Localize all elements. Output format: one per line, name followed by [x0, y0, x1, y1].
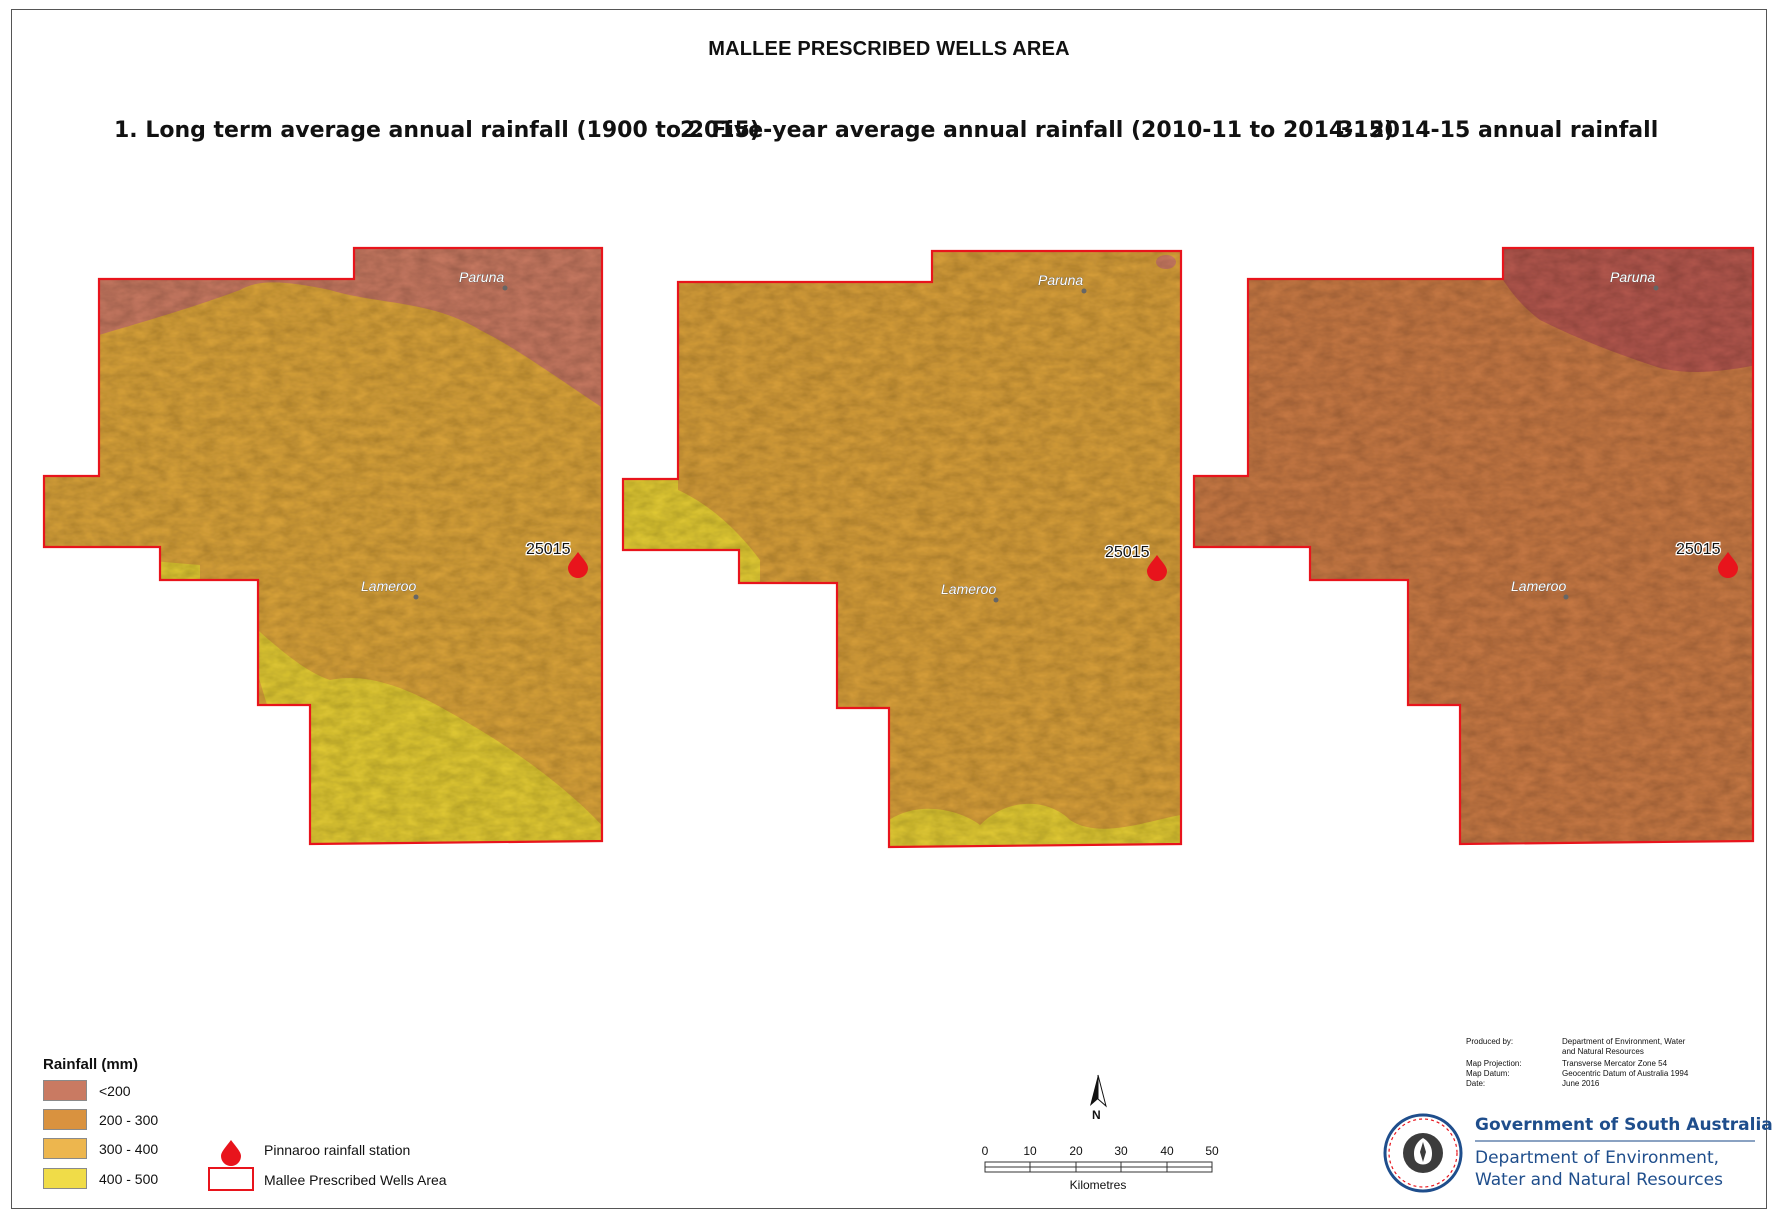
panel-1-title: 1. Long term average annual rainfall (19…	[114, 118, 760, 143]
paruna-label: Paruna	[459, 269, 504, 285]
zone-400-500-west	[623, 479, 760, 583]
legend-swatch-200-300	[43, 1109, 87, 1130]
paruna-point	[1653, 285, 1659, 291]
scale-tick-10: 10	[1023, 1144, 1037, 1158]
legend-swatch-lt200	[43, 1080, 87, 1101]
zone-400-500-south	[889, 803, 1181, 847]
zone-400-500	[240, 615, 602, 844]
north-arrow-icon	[1090, 1075, 1098, 1106]
meta-date-value: June 2016	[1562, 1079, 1600, 1088]
wells-area-boundary-1	[42, 246, 604, 846]
paruna-label: Paruna	[1610, 269, 1655, 285]
meta-projection-key: Map Projection:	[1466, 1059, 1522, 1068]
legend-label-200-300: 200 - 300	[99, 1112, 159, 1128]
meta-datum-key: Map Datum:	[1466, 1069, 1510, 1078]
scale-tick-0: 0	[981, 1144, 989, 1158]
legend-swatch-300-400	[43, 1138, 87, 1159]
scale-bar	[984, 1161, 1213, 1173]
lameroo-label: Lameroo	[361, 578, 416, 594]
lameroo-point	[413, 594, 419, 600]
legend-raindrop-icon	[221, 1140, 241, 1166]
legend-label-400-500: 400 - 500	[99, 1171, 159, 1187]
north-label: N	[1092, 1108, 1101, 1122]
scale-unit-label: Kilometres	[1069, 1178, 1127, 1192]
station-id-label: 25015	[1676, 541, 1721, 558]
department-name: Department of Environment, Water and Nat…	[1475, 1147, 1723, 1191]
raindrop-icon	[568, 552, 588, 578]
station-id-label: 25015	[1105, 544, 1150, 561]
department-divider	[1475, 1140, 1755, 1142]
meta-produced-key: Produced by:	[1466, 1037, 1514, 1046]
scale-tick-20: 20	[1069, 1144, 1083, 1158]
scale-tick-50: 50	[1205, 1144, 1219, 1158]
scale-tick-30: 30	[1114, 1144, 1128, 1158]
lameroo-point	[1563, 594, 1569, 600]
panel-3-title: 3. 2014-15 annual rainfall	[1338, 118, 1659, 143]
legend-swatch-400-500	[43, 1168, 87, 1189]
legend-title: Rainfall (mm)	[43, 1056, 139, 1073]
raindrop-icon	[1718, 552, 1738, 578]
sa-government-seal-icon	[1383, 1113, 1463, 1193]
zone-lt-200	[1503, 248, 1753, 372]
lameroo-label: Lameroo	[941, 581, 996, 597]
meta-date-key: Date:	[1466, 1079, 1486, 1088]
wells-area-boundary-2	[621, 249, 1183, 849]
legend-label-300-400: 300 - 400	[99, 1141, 159, 1157]
legend-station-label: Pinnaroo rainfall station	[264, 1142, 411, 1158]
paruna-label: Paruna	[1038, 272, 1083, 288]
meta-produced-value: Department of Environment, Water and Nat…	[1562, 1037, 1686, 1056]
zone-200-300-patch	[1156, 255, 1176, 269]
legend-label-lt200: <200	[99, 1083, 131, 1099]
zone-200-300	[99, 248, 602, 410]
department-line-1: Department of Environment,	[1475, 1148, 1720, 1168]
station-id-label: 25015	[526, 541, 571, 558]
meta-projection-value: Transverse Mercator Zone 54	[1562, 1059, 1668, 1068]
map-panel-2: Paruna Lameroo 25015	[621, 249, 1183, 849]
legend-boundary-label: Mallee Prescribed Wells Area	[264, 1172, 447, 1188]
legend-boundary-box	[208, 1167, 254, 1191]
paruna-point	[1081, 288, 1087, 294]
wells-area-boundary-3	[1192, 246, 1755, 846]
map-panel-3: Paruna Lameroo 25015	[1192, 246, 1755, 846]
north-arrow-half	[1097, 1074, 1107, 1108]
scale-tick-40: 40	[1160, 1144, 1174, 1158]
map-panel-1: Paruna Lameroo 25015	[42, 246, 604, 846]
lameroo-label: Lameroo	[1511, 578, 1566, 594]
meta-datum-value: Geocentric Datum of Australia 1994	[1562, 1069, 1689, 1078]
government-name: Government of South Australia	[1475, 1115, 1773, 1135]
raindrop-icon	[1147, 555, 1167, 581]
department-line-2: Water and Natural Resources	[1475, 1170, 1723, 1190]
map-title: MALLEE PRESCRIBED WELLS AREA	[708, 38, 1070, 60]
panel-2-title: 2. Five-year average annual rainfall (20…	[680, 118, 1394, 143]
lameroo-point	[993, 597, 999, 603]
paruna-point	[502, 285, 508, 291]
